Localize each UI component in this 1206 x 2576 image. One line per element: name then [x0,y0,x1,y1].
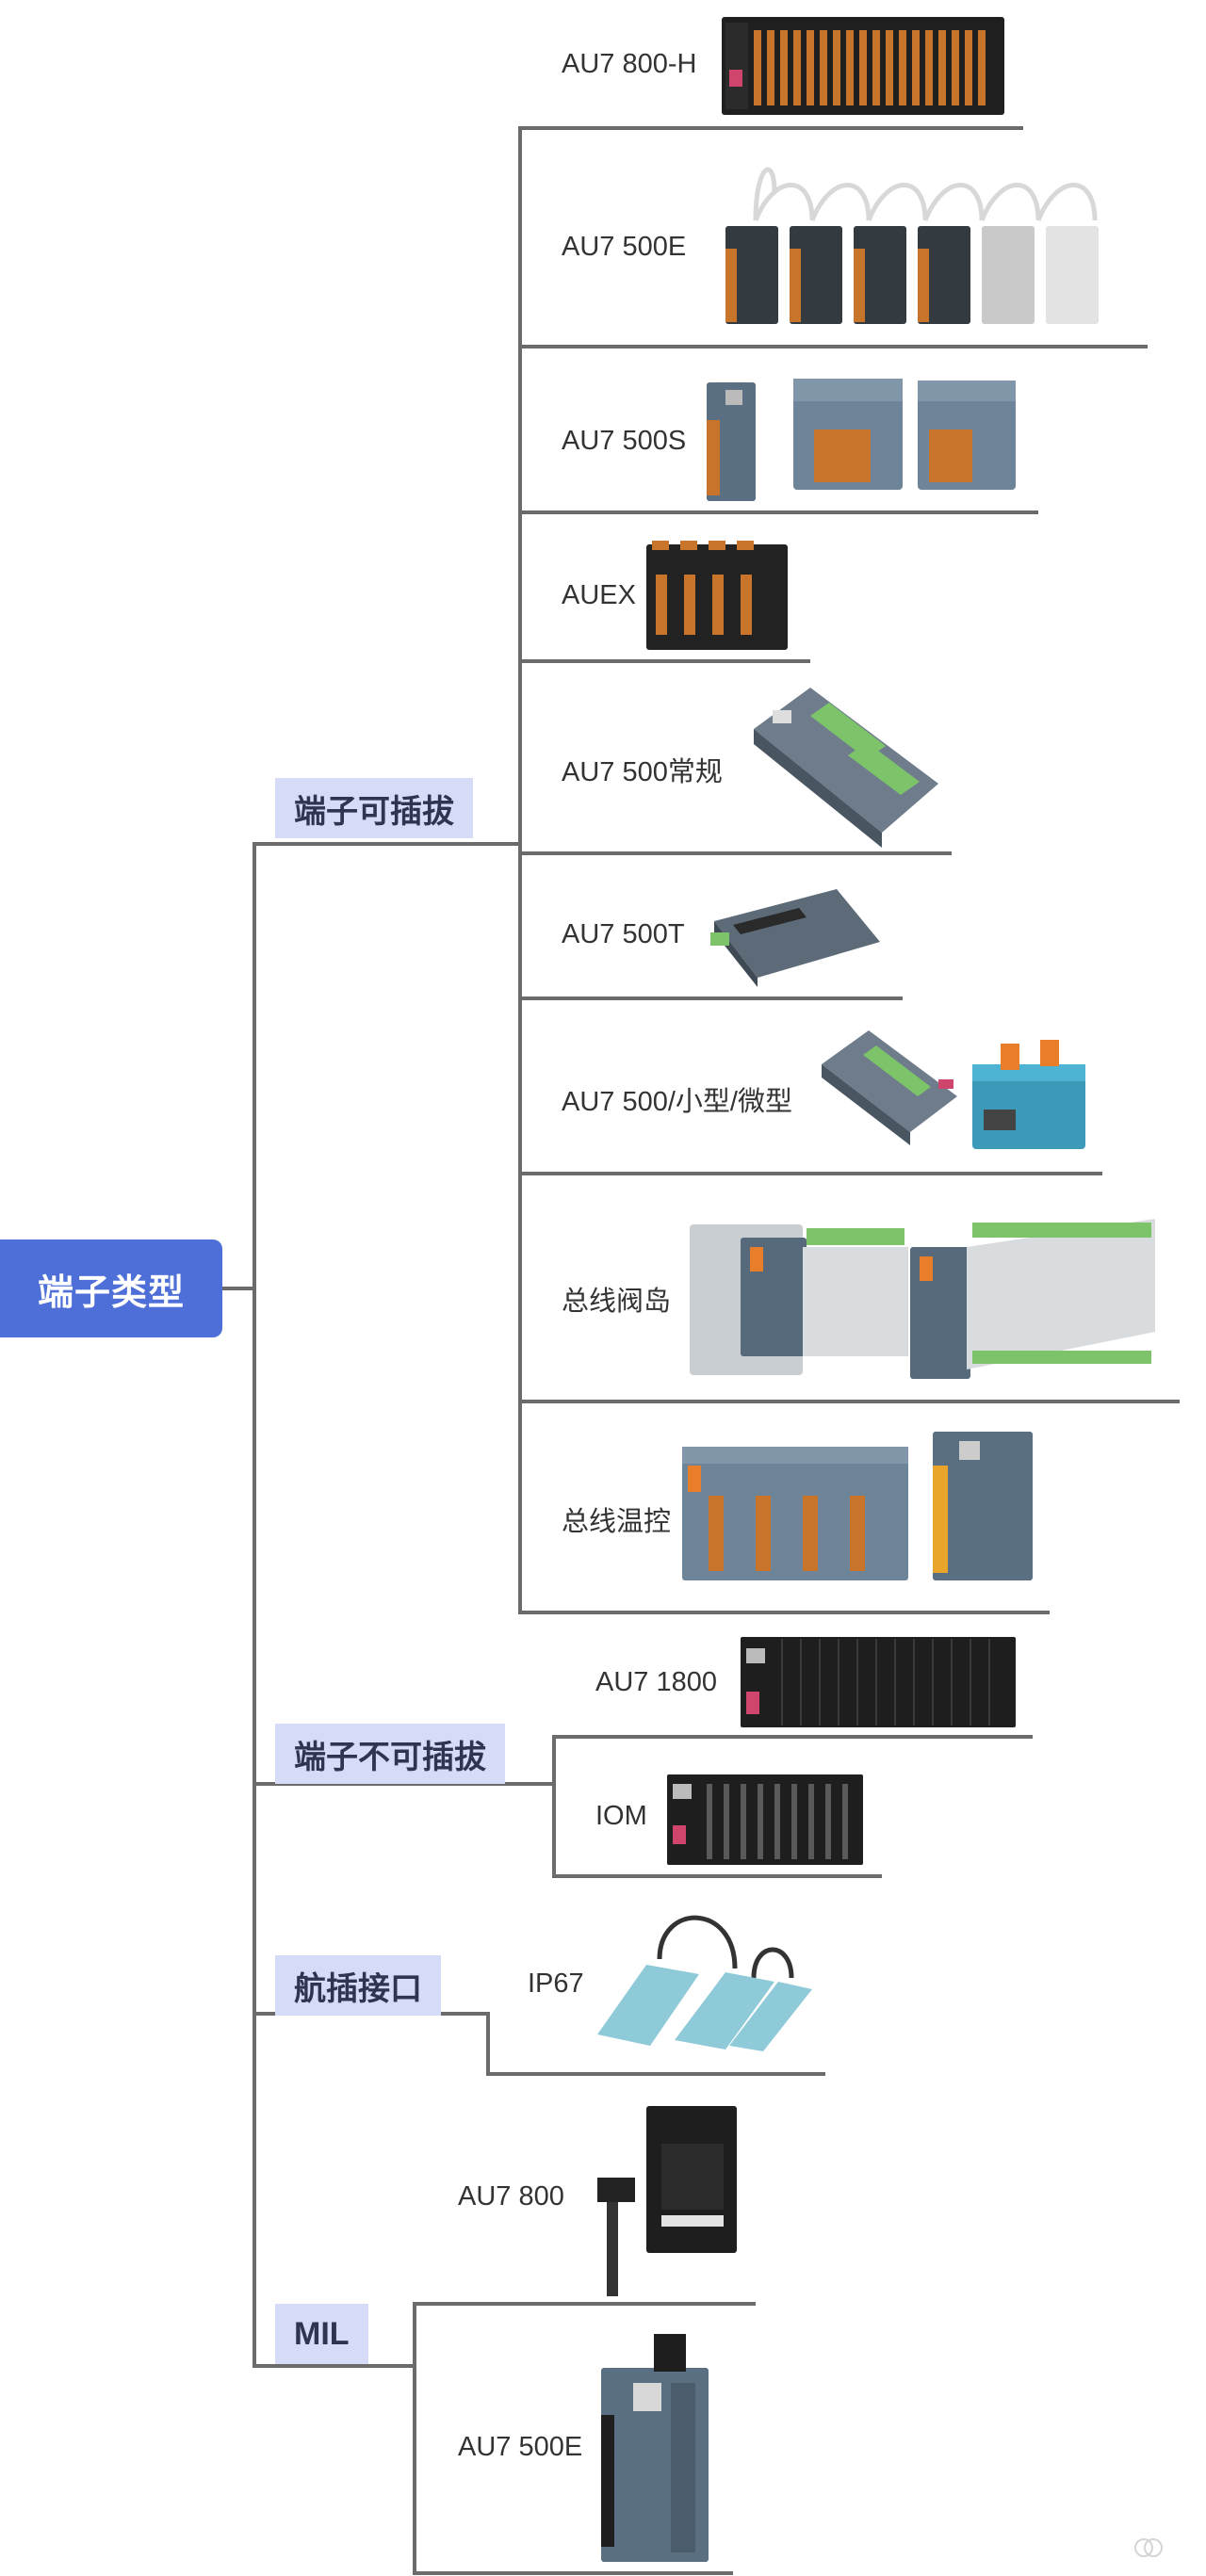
au7-1800-product-image [741,1637,1016,1727]
watermark-logo-icon [1134,2538,1163,2557]
au7-500e-mil-product-image [601,2334,709,2562]
leaf-au7-500-small-micro[interactable]: AU7 500/小型/微型 [562,1087,792,1117]
root-node[interactable]: 端子类型 [0,1239,222,1337]
au7-800-product-image [597,2106,737,2296]
iom-product-image [667,1774,863,1865]
leaf-auex[interactable]: AUEX [562,580,636,610]
leaf-au7-1800[interactable]: AU7 1800 [595,1667,717,1697]
branch-mil[interactable]: MIL [275,2304,368,2364]
au7-800h-product-image [722,17,1004,115]
leaf-au7-500t[interactable]: AU7 500T [562,919,685,949]
au7-500s-product-image [707,379,1016,501]
leaf-au7-800h[interactable]: AU7 800-H [562,49,697,79]
leaf-au7-500e[interactable]: AU7 500E [562,232,687,262]
branch-label: 端子可插拔 [294,793,454,830]
leaf-au7-500s[interactable]: AU7 500S [562,426,687,456]
leaf-au7-500-standard[interactable]: AU7 500常规 [562,757,723,787]
au7-500-small-micro-product-image [822,1030,1085,1149]
au7-500e-product-image [725,167,1099,324]
branch-aviation-plug[interactable]: 航插接口 [275,1955,441,2016]
bus-valve-island-product-image [690,1219,1155,1379]
branch-label: MIL [294,2315,350,2352]
leaf-ip67[interactable]: IP67 [528,1968,584,1999]
branch-non-pluggable-terminal[interactable]: 端子不可插拔 [275,1724,505,1784]
root-label: 端子类型 [37,1272,185,1313]
leaf-au7-800[interactable]: AU7 800 [458,2181,564,2211]
au7-500-standard-product-image [754,688,938,848]
leaf-au7-500e-mil[interactable]: AU7 500E [458,2432,583,2462]
auex-product-image [646,541,788,650]
leaf-bus-valve-island[interactable]: 总线阀岛 [562,1287,672,1317]
leaf-bus-temperature-control[interactable]: 总线温控 [562,1507,672,1537]
branch-label: 端子不可插拔 [294,1739,486,1775]
bus-temperature-control-product-image [682,1432,1033,1580]
branch-pluggable-terminal[interactable]: 端子可插拔 [275,778,473,838]
leaf-iom[interactable]: IOM [595,1801,647,1831]
au7-500t-product-image [710,889,880,987]
ip67-product-image [597,1915,812,2051]
branch-label: 航插接口 [294,1970,422,2007]
